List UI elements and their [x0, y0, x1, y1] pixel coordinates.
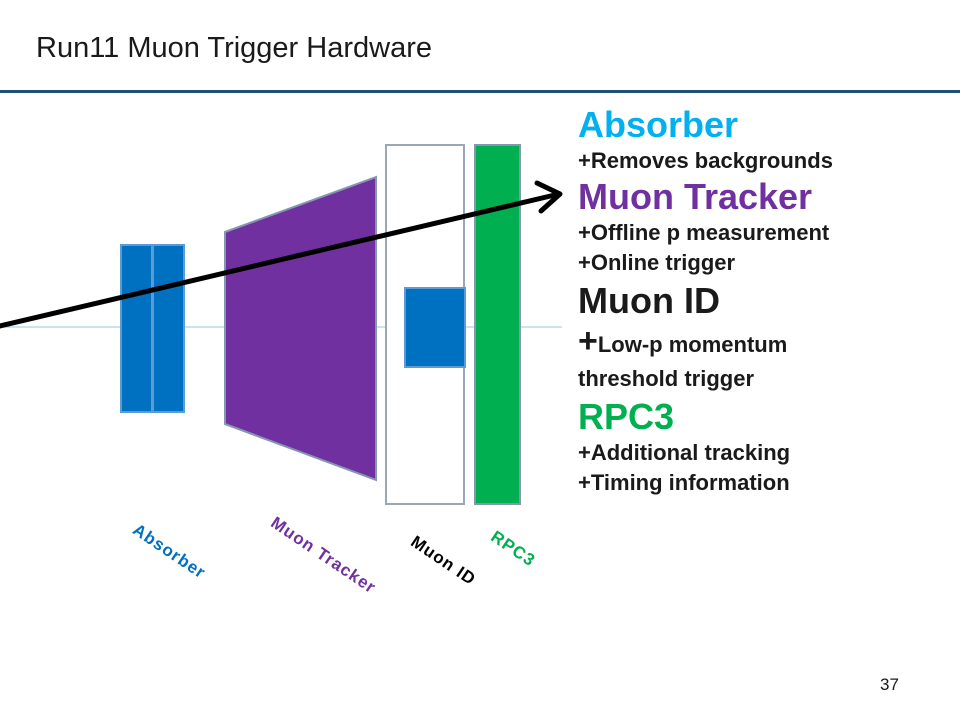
absorber-plate-1 — [120, 244, 153, 413]
legend-plus-symbol: + — [578, 322, 598, 360]
muon-tracker-shape — [224, 175, 377, 482]
page-number: 37 — [880, 675, 899, 694]
legend-heading-absorber: Absorber — [578, 104, 739, 145]
legend-heading-muon-id: Muon ID — [578, 280, 720, 321]
slide-title: Run11 Muon Trigger Hardware — [36, 32, 432, 64]
legend-item-absorber-1: +Removes backgrounds — [578, 148, 833, 173]
legend-heading-rpc3: RPC3 — [578, 396, 675, 437]
muon-track-arrow — [0, 191, 562, 329]
legend-item-muon-tracker-2: +Online trigger — [578, 250, 736, 275]
legend-heading-muon-tracker: Muon Tracker — [578, 176, 813, 217]
legend-item-muon-tracker-1: +Offline p measurement — [578, 220, 830, 245]
legend-item-rpc3-1: +Additional tracking — [578, 440, 791, 465]
muon-id-inner-block — [404, 287, 466, 368]
legend-item-muon-id-line1: Low-p momentum — [597, 332, 788, 357]
rpc3-bar — [474, 144, 521, 505]
legend-item-rpc3-2: +Timing information — [578, 470, 790, 495]
title-divider — [0, 90, 960, 93]
legend-panel: Absorber +Removes backgrounds Muon Track… — [578, 104, 953, 498]
legend-item-muon-id-1: +Low-p momentum — [578, 322, 953, 364]
arrow-head-icon — [534, 180, 563, 214]
absorber-plate-2 — [152, 244, 185, 413]
legend-item-muon-id-line2: threshold trigger — [578, 366, 755, 391]
